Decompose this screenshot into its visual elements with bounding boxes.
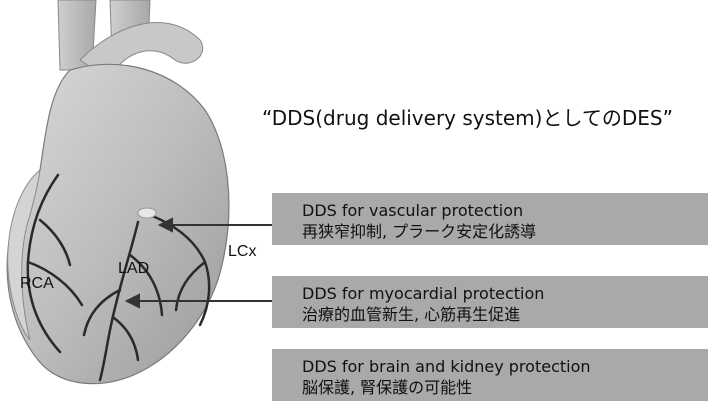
lcx-label: LCx	[228, 243, 256, 261]
box-line-ja: 脳保護, 腎保護の可能性	[302, 377, 708, 398]
rca-label: RCA	[20, 275, 54, 293]
box-line-en: DDS for myocardial protection	[302, 283, 708, 304]
box-line-en: DDS for brain and kidney protection	[302, 356, 708, 377]
box-line-en: DDS for vascular protection	[302, 200, 708, 221]
box-line-ja: 治療的血管新生, 心筋再生促進	[302, 304, 708, 325]
myocardial-protection-box: DDS for myocardial protection 治療的血管新生, 心…	[272, 276, 708, 328]
brain-kidney-protection-box: DDS for brain and kidney protection 脳保護,…	[272, 349, 708, 401]
heart-body	[7, 64, 229, 383]
box-line-ja: 再狭窄抑制, プラーク安定化誘導	[302, 221, 708, 242]
vascular-protection-box: DDS for vascular protection 再狭窄抑制, プラーク安…	[272, 193, 708, 245]
diagram-title: “DDS(drug delivery system)としてのDES”	[262, 102, 673, 131]
lad-label: LAD	[118, 260, 149, 278]
stent-marker	[138, 208, 156, 218]
